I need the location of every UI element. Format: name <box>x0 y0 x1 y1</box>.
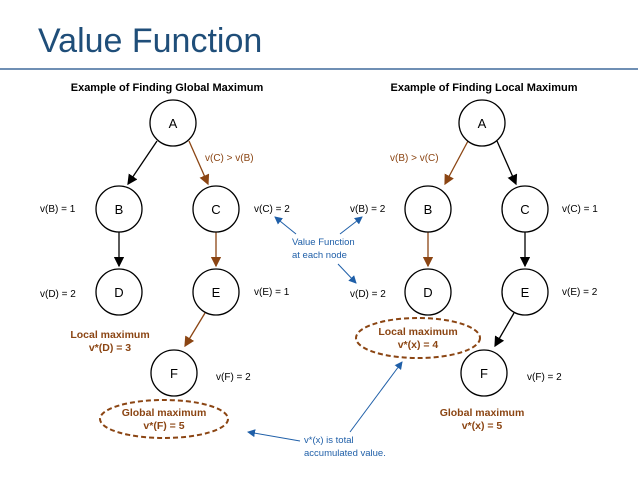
svg-text:C: C <box>520 202 529 217</box>
left-heading: Example of Finding Global Maximum <box>71 82 264 94</box>
left-node-f: F <box>150 349 198 397</box>
left-global-max-ellipse <box>99 399 229 439</box>
right-local-max-line1: Local maximum <box>378 326 457 338</box>
edge-left-e-f <box>184 312 206 348</box>
left-node-b: B <box>95 185 143 233</box>
left-node-e: E <box>192 268 240 316</box>
right-local-max-line2: v*(x) = 4 <box>398 339 439 351</box>
callout-total-line1: v*(x) is total <box>304 435 354 446</box>
right-value-f: v(F) = 2 <box>527 372 562 383</box>
callout-arrow-left <box>274 216 297 235</box>
svg-text:C: C <box>211 202 220 217</box>
left-value-c: v(C) = 2 <box>254 204 290 215</box>
left-global-max-line2: v*(F) = 5 <box>143 420 184 432</box>
svg-text:B: B <box>424 202 433 217</box>
left-value-b: v(B) = 1 <box>40 204 76 215</box>
edge-left-a-b <box>127 140 158 186</box>
left-value-d: v(D) = 2 <box>40 289 76 300</box>
edge-left-a-c <box>188 140 210 186</box>
left-node-d: D <box>95 268 143 316</box>
right-heading: Example of Finding Local Maximum <box>390 82 577 94</box>
left-value-e: v(E) = 1 <box>254 287 290 298</box>
left-node-a: A <box>149 99 197 147</box>
svg-text:D: D <box>114 285 123 300</box>
right-value-b: v(B) = 2 <box>350 204 386 215</box>
edge-right-e-f <box>494 312 515 348</box>
right-node-e: E <box>501 268 549 316</box>
right-global-max-line2: v*(x) = 5 <box>462 420 503 432</box>
svg-text:A: A <box>478 116 487 131</box>
left-local-max-line2: v*(D) = 3 <box>89 342 131 354</box>
left-local-max-line1: Local maximum <box>70 329 149 341</box>
callout-total-line2: accumulated value. <box>304 448 386 459</box>
right-value-c: v(C) = 1 <box>562 204 598 215</box>
left-global-max-line1: Global maximum <box>122 407 207 419</box>
left-edge-label-ac: v(C) > v(B) <box>205 153 254 164</box>
right-local-max-ellipse <box>355 317 481 359</box>
left-node-c: C <box>192 185 240 233</box>
svg-text:F: F <box>170 366 178 381</box>
right-edge-label-ab: v(B) > v(C) <box>390 153 439 164</box>
callout-arrow-right-top <box>339 216 363 235</box>
svg-text:E: E <box>521 285 530 300</box>
svg-text:F: F <box>480 366 488 381</box>
right-global-max-line1: Global maximum <box>440 407 525 419</box>
callout-value-function-line2: at each node <box>292 250 347 261</box>
callout-arrow-right-bottom <box>337 263 357 284</box>
right-node-c: C <box>501 185 549 233</box>
right-value-e: v(E) = 2 <box>562 287 598 298</box>
title-divider <box>0 68 638 70</box>
callout-total-arrow-left <box>247 429 301 442</box>
edge-right-a-b <box>444 140 469 186</box>
right-node-a: A <box>458 99 506 147</box>
svg-text:A: A <box>169 116 178 131</box>
svg-text:E: E <box>212 285 221 300</box>
svg-text:D: D <box>423 285 432 300</box>
right-node-d: D <box>404 268 452 316</box>
right-value-d: v(D) = 2 <box>350 289 386 300</box>
callout-total-arrow-up <box>349 361 403 433</box>
right-node-f: F <box>460 349 508 397</box>
edge-right-a-c <box>496 140 518 186</box>
left-value-f: v(F) = 2 <box>216 372 251 383</box>
right-node-b: B <box>404 185 452 233</box>
svg-text:B: B <box>115 202 124 217</box>
callout-value-function-line1: Value Function <box>292 237 355 248</box>
page-title: Value Function <box>38 22 263 60</box>
